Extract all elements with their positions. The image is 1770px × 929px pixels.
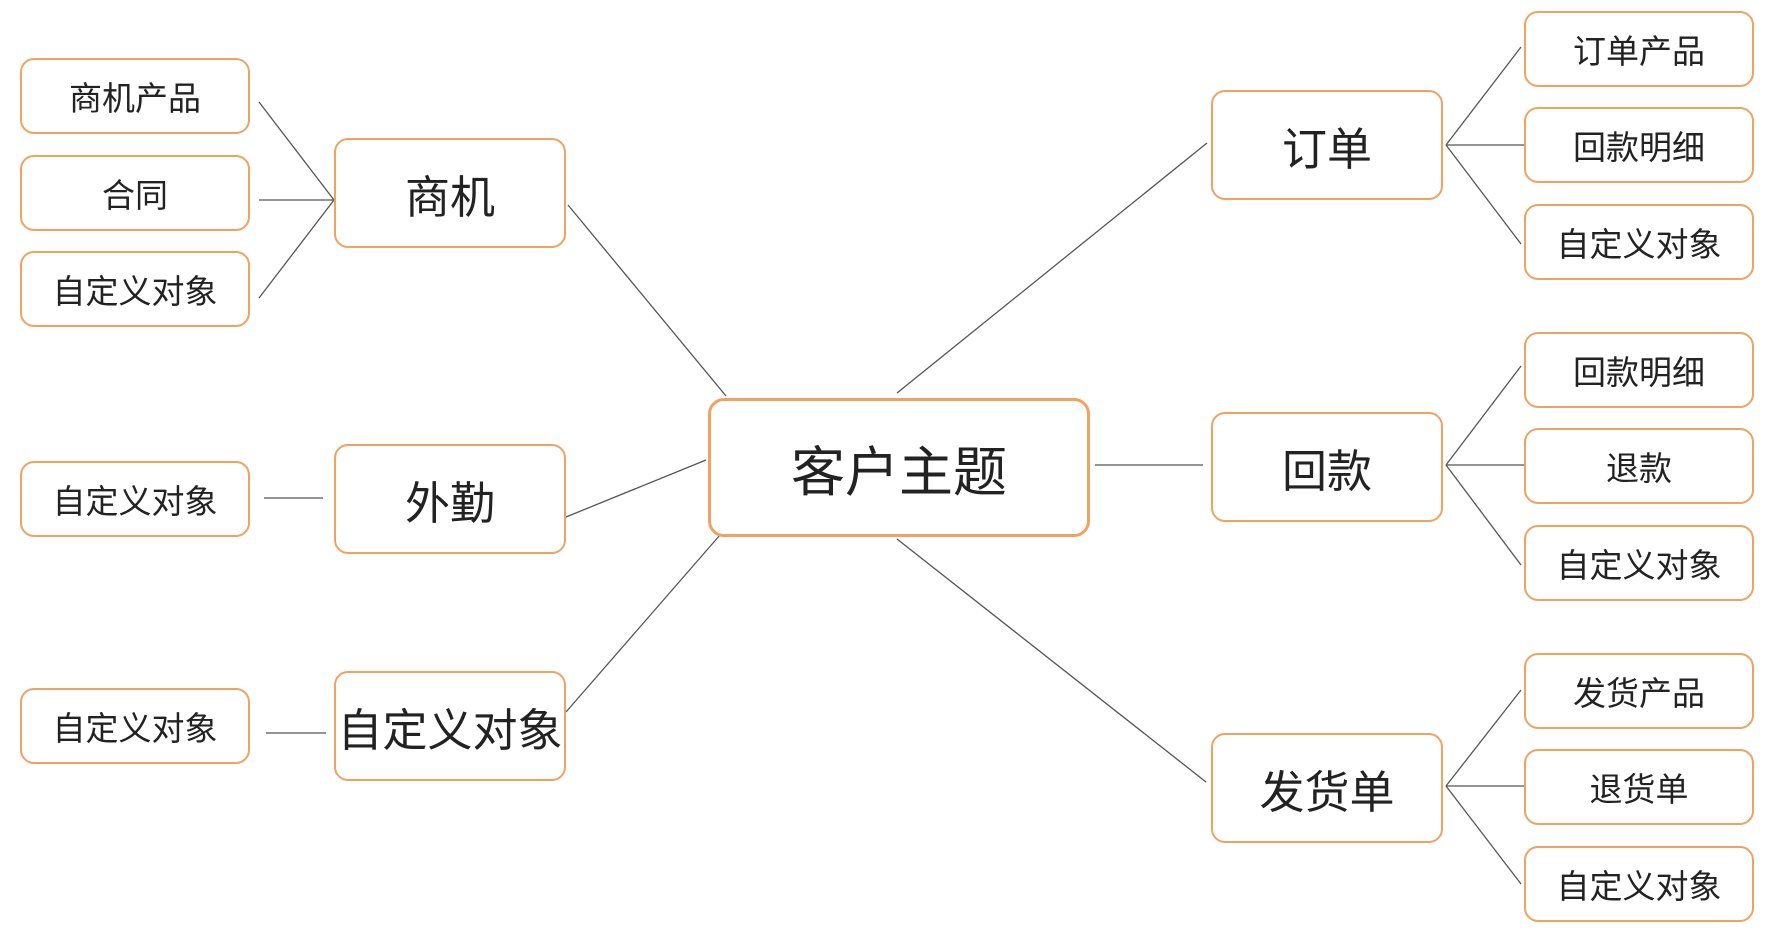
root-node[interactable]: 客户主题 [708,398,1090,537]
leaf-node-custom-object[interactable]: 自定义对象 [1524,525,1754,601]
mid-node-field-work[interactable]: 外勤 [334,444,566,554]
leaf-node-payment-detail[interactable]: 回款明细 [1524,332,1754,408]
leaf-node-custom-object[interactable]: 自定义对象 [1524,846,1754,922]
mid-node-payment[interactable]: 回款 [1211,412,1443,522]
leaf-node-contract[interactable]: 合同 [20,155,250,231]
mid-node-custom-object[interactable]: 自定义对象 [334,671,566,781]
mid-node-order[interactable]: 订单 [1211,90,1443,200]
leaf-node-custom-object[interactable]: 自定义对象 [20,461,250,537]
mid-node-opportunity[interactable]: 商机 [334,138,566,248]
leaf-node-order-product[interactable]: 订单产品 [1524,11,1754,87]
leaf-node-custom-object[interactable]: 自定义对象 [1524,204,1754,280]
leaf-node-custom-object[interactable]: 自定义对象 [20,688,250,764]
leaf-node-delivery-product[interactable]: 发货产品 [1524,653,1754,729]
leaf-node-payment-detail[interactable]: 回款明细 [1524,107,1754,183]
leaf-node-return-note[interactable]: 退货单 [1524,749,1754,825]
leaf-node-opportunity-product[interactable]: 商机产品 [20,58,250,134]
leaf-node-custom-object[interactable]: 自定义对象 [20,251,250,327]
leaf-node-refund[interactable]: 退款 [1524,428,1754,504]
mid-node-delivery-note[interactable]: 发货单 [1211,733,1443,843]
